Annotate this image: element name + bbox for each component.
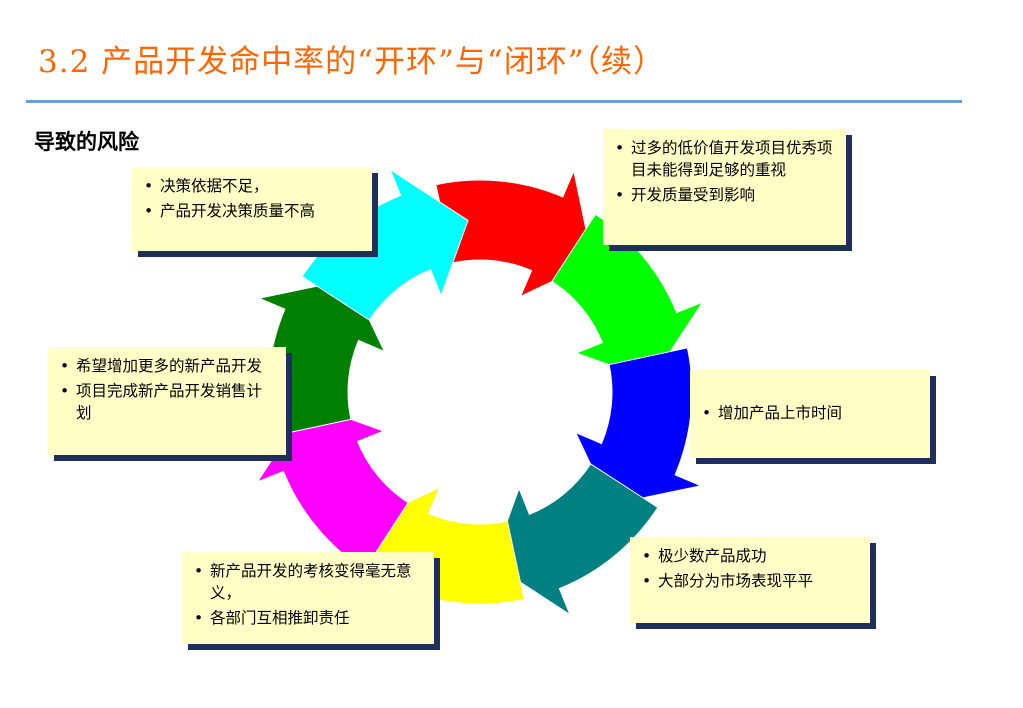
risk-box-left: 希望增加更多的新产品开发 项目完成新产品开发销售计划 bbox=[48, 347, 286, 455]
title-divider bbox=[26, 100, 962, 103]
risk-heading: 导致的风险 bbox=[34, 130, 139, 154]
risk-item: 过多的低价值开发项目优秀项目未能得到足够的重视 bbox=[613, 137, 836, 181]
cycle-arrow-red bbox=[435, 169, 594, 298]
risk-item: 新产品开发的考核变得毫无意义， bbox=[192, 560, 424, 604]
cycle-arrow-teal bbox=[491, 463, 659, 616]
risk-box-right: 增加产品上市时间 bbox=[690, 370, 930, 458]
risk-item: 产品开发决策质量不高 bbox=[142, 200, 362, 222]
risk-item: 极少数产品成功 bbox=[640, 545, 860, 567]
risk-item: 各部门互相推卸责任 bbox=[192, 607, 424, 629]
risk-item: 增加产品上市时间 bbox=[700, 402, 842, 424]
risk-box-bottom-left: 新产品开发的考核变得毫无意义， 各部门互相推卸责任 bbox=[182, 552, 434, 644]
risk-item: 大部分为市场表现平平 bbox=[640, 570, 860, 592]
risk-box-top-left: 决策依据不足， 产品开发决策质量不高 bbox=[132, 167, 372, 251]
risk-item: 决策依据不足， bbox=[142, 175, 362, 197]
page-title: 3.2 产品开发命中率的“开环”与“闭环”（续） bbox=[38, 44, 666, 80]
risk-item: 项目完成新产品开发销售计划 bbox=[58, 380, 276, 424]
risk-item: 开发质量受到影响 bbox=[613, 184, 836, 206]
risk-box-top-right: 过多的低价值开发项目优秀项目未能得到足够的重视 开发质量受到影响 bbox=[603, 129, 846, 245]
risk-box-bottom-right: 极少数产品成功 大部分为市场表现平平 bbox=[630, 537, 870, 623]
risk-item: 希望增加更多的新产品开发 bbox=[58, 355, 276, 377]
